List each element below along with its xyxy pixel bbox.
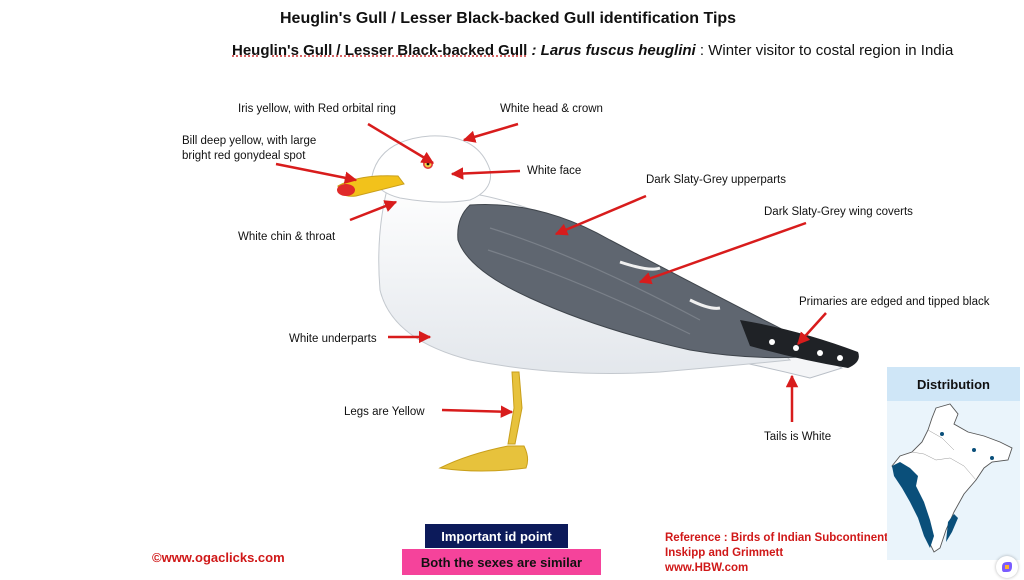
copilot-glyph-icon bbox=[1002, 562, 1012, 572]
reference-line-2: Inskipp and Grimmett bbox=[665, 547, 784, 559]
label-bill-line-2: bright red gonydeal spot bbox=[182, 150, 306, 162]
subtitle-description: : Winter visitor to costal region in Ind… bbox=[695, 42, 954, 59]
label-upperparts: Dark Slaty-Grey upperparts bbox=[646, 174, 786, 186]
page-subtitle: Heuglin's Gull / Lesser Black-backed Gul… bbox=[232, 42, 953, 59]
important-id-point-badge: Important id point bbox=[425, 524, 568, 548]
reference-line-3: www.HBW.com bbox=[665, 562, 749, 574]
arrow-face bbox=[450, 167, 521, 180]
label-face: White face bbox=[527, 165, 582, 177]
subtitle-common-name: Heuglin's Gull / Lesser Black-backed Gul… bbox=[232, 42, 528, 59]
arrow-head bbox=[462, 122, 519, 143]
label-legs: Legs are Yellow bbox=[344, 406, 425, 418]
subtitle-scientific-name: Larus fuscus heuglini bbox=[540, 42, 696, 59]
reference-line-1: Reference : Birds of Indian Subcontinent bbox=[665, 532, 888, 544]
distribution-range-east-coast bbox=[946, 514, 958, 542]
arrow-primaries bbox=[797, 312, 827, 345]
label-bill-line-1: Bill deep yellow, with large bbox=[182, 135, 317, 147]
reference-block: Reference : Birds of Indian Subcontinent… bbox=[665, 531, 888, 576]
page-title: Heuglin's Gull / Lesser Black-backed Gul… bbox=[280, 10, 737, 27]
subtitle-separator: : bbox=[527, 42, 541, 59]
site-credit: ©www.ogaclicks.com bbox=[152, 550, 285, 565]
sexes-similar-badge: Both the sexes are similar bbox=[402, 549, 601, 575]
gull-head bbox=[371, 135, 492, 203]
label-head-crown: White head & crown bbox=[500, 103, 603, 115]
arrow-chin bbox=[349, 200, 398, 222]
label-chin-throat: White chin & throat bbox=[238, 231, 336, 243]
label-tail: Tails is White bbox=[764, 431, 832, 443]
distribution-range-west-coast bbox=[892, 462, 934, 548]
arrow-bill bbox=[275, 162, 358, 184]
label-primaries: Primaries are edged and tipped black bbox=[799, 296, 990, 308]
label-iris: Iris yellow, with Red orbital ring bbox=[238, 103, 396, 115]
label-wing-coverts: Dark Slaty-Grey wing coverts bbox=[764, 206, 913, 218]
arrow-iris bbox=[367, 122, 435, 165]
label-underparts: White underparts bbox=[289, 333, 377, 345]
copilot-icon[interactable] bbox=[996, 556, 1018, 578]
arrow-coverts bbox=[638, 221, 807, 285]
india-distribution-map bbox=[891, 403, 1013, 553]
arrow-legs bbox=[441, 405, 514, 418]
gull-legs bbox=[438, 371, 529, 472]
label-bill: Bill deep yellow, with large bright red … bbox=[182, 134, 316, 164]
arrow-upperparts bbox=[554, 194, 647, 236]
distribution-title: Distribution bbox=[887, 367, 1020, 401]
